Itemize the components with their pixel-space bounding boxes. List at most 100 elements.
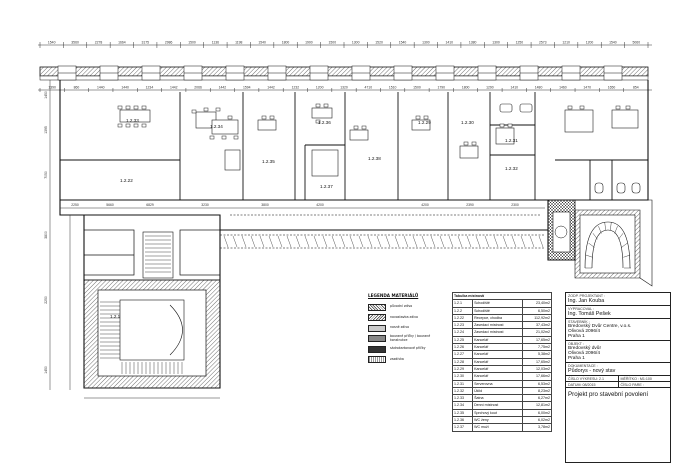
dimension-label: 7050 xyxy=(44,171,48,179)
dimension-label: 1250 xyxy=(516,41,524,45)
dimension-label: 1500 xyxy=(413,86,421,90)
dimension-label: 1410 xyxy=(445,41,453,45)
dimension-label: 1594 xyxy=(243,86,251,90)
dimension-label: 1198 xyxy=(235,41,242,45)
furniture xyxy=(119,107,639,177)
partitions xyxy=(60,92,648,201)
dimension-label: 1664 xyxy=(118,41,126,45)
dimension-label: 1200 xyxy=(316,86,324,90)
room-number: 1.2.29 xyxy=(451,364,474,374)
room-name: Úklid xyxy=(472,386,524,396)
dimension-label: 6829 xyxy=(146,203,154,207)
wc-fixtures xyxy=(499,103,641,194)
dimension-label: 1790 xyxy=(438,86,446,90)
projektant-value: Ing. Jan Kouba xyxy=(568,298,605,304)
room-area: 17,65m2 xyxy=(522,357,552,366)
room-area: 12,81m2 xyxy=(522,401,552,410)
room-number: 1.2.2 xyxy=(451,306,474,315)
datum: DATUM: 08/2015 xyxy=(568,383,596,387)
legend-label: zazdívka xyxy=(390,356,404,361)
room-name: Kancelář xyxy=(472,343,524,352)
meritko: MĚŘÍTKO : M1:100 xyxy=(617,376,671,381)
room-label: 1.2.34 xyxy=(210,124,223,129)
objekt-value: Bredovský dvůr Olivová 2096/4 Praha 1 xyxy=(568,346,602,361)
dimension-label: 2250 xyxy=(71,203,79,207)
room-label: 1.2.29 xyxy=(418,120,431,125)
room-area: 6,53m2 xyxy=(522,379,552,388)
room-number: 1.2.31 xyxy=(451,379,474,388)
legend-swatch xyxy=(368,324,386,332)
legend-label: bourané příčky / bourané konstrukce xyxy=(390,334,431,342)
dimension-label: 5660 xyxy=(106,203,114,207)
room-label: 1.2.32 xyxy=(505,166,518,171)
legend-item: zazdívka xyxy=(368,355,438,366)
room-area: 8,23m2 xyxy=(522,386,552,396)
cislo-pare: ČÍSLO PARE : xyxy=(617,382,671,387)
dimension-label: 5060 xyxy=(633,41,641,45)
room-name: Sprchový kout xyxy=(472,408,524,418)
legend-swatch xyxy=(368,345,386,353)
legend-title: LEGENDA MATERIÁLŮ xyxy=(368,293,419,298)
room-number: 1.2.27 xyxy=(451,350,474,359)
dimension-label: 1440 xyxy=(97,86,105,90)
legend-swatch xyxy=(368,314,386,322)
room-name: Serverovna xyxy=(472,379,524,388)
dimension-label: 854 xyxy=(633,86,639,90)
dimension-label: 1520 xyxy=(375,41,383,45)
legend-swatch xyxy=(368,303,386,311)
room-name: Denní místnost xyxy=(472,401,524,410)
dimension-label: 1410 xyxy=(510,86,518,90)
dimension-label: 1290 xyxy=(486,86,494,90)
legend-item: původní zdivo xyxy=(368,302,438,313)
dimension-label: 1200 xyxy=(586,41,594,45)
dokumentace-value: Půdorys - nový stav xyxy=(568,368,616,374)
dimension-label: 3230 xyxy=(201,203,209,207)
room-area: 112,92m2 xyxy=(522,313,552,323)
room-label: 1.2.36 xyxy=(318,120,331,125)
room-name: Schodiště xyxy=(472,299,524,308)
left-dimension-chain xyxy=(49,80,71,390)
room-area: 12,03m2 xyxy=(522,364,552,374)
room-name: Šatna xyxy=(472,394,524,403)
legend-label: nosné zdivo xyxy=(390,325,410,330)
dimension-label: 1900 xyxy=(305,41,313,45)
projektant-caption: ZODP. PROJEKTANT : xyxy=(568,294,605,298)
dimension-label: 2300 xyxy=(511,203,519,207)
room-number: 1.2.34 xyxy=(451,401,474,410)
dimension-label: 1800 xyxy=(282,41,290,45)
dimension-label: 1390 xyxy=(48,86,56,90)
dimension-label: 1500 xyxy=(188,41,196,45)
dimension-label: 1442 xyxy=(267,86,275,90)
room-area: 23,40m2 xyxy=(522,299,552,308)
legend-item: sádrokartonové příčky xyxy=(368,344,438,355)
dimension-label: 1510 xyxy=(389,86,397,90)
dimension-label: 1450 xyxy=(44,366,48,374)
dimension-label: 1540 xyxy=(48,41,56,45)
top-dimension-chain xyxy=(38,44,652,91)
vypracoval-caption: VYPRACOVAL : xyxy=(568,307,594,311)
dimension-label: 1540 xyxy=(258,41,266,45)
dimension-label: 2390 xyxy=(466,203,474,207)
legend-item: novostavba zdivo xyxy=(368,313,438,324)
corridor-walls xyxy=(220,214,545,249)
dimension-label: 1460 xyxy=(559,86,567,90)
dimension-label: 1442 xyxy=(219,86,227,90)
room-area: 3,78m2 xyxy=(522,423,552,432)
room-area: 17,65m2 xyxy=(522,335,552,345)
facade-wall xyxy=(39,66,649,81)
room-name: Recepce, chodba xyxy=(472,313,524,323)
dimension-label: 1440 xyxy=(121,86,129,90)
room-name: Kancelář xyxy=(472,364,524,374)
room-area: 6,50m2 xyxy=(522,306,552,315)
